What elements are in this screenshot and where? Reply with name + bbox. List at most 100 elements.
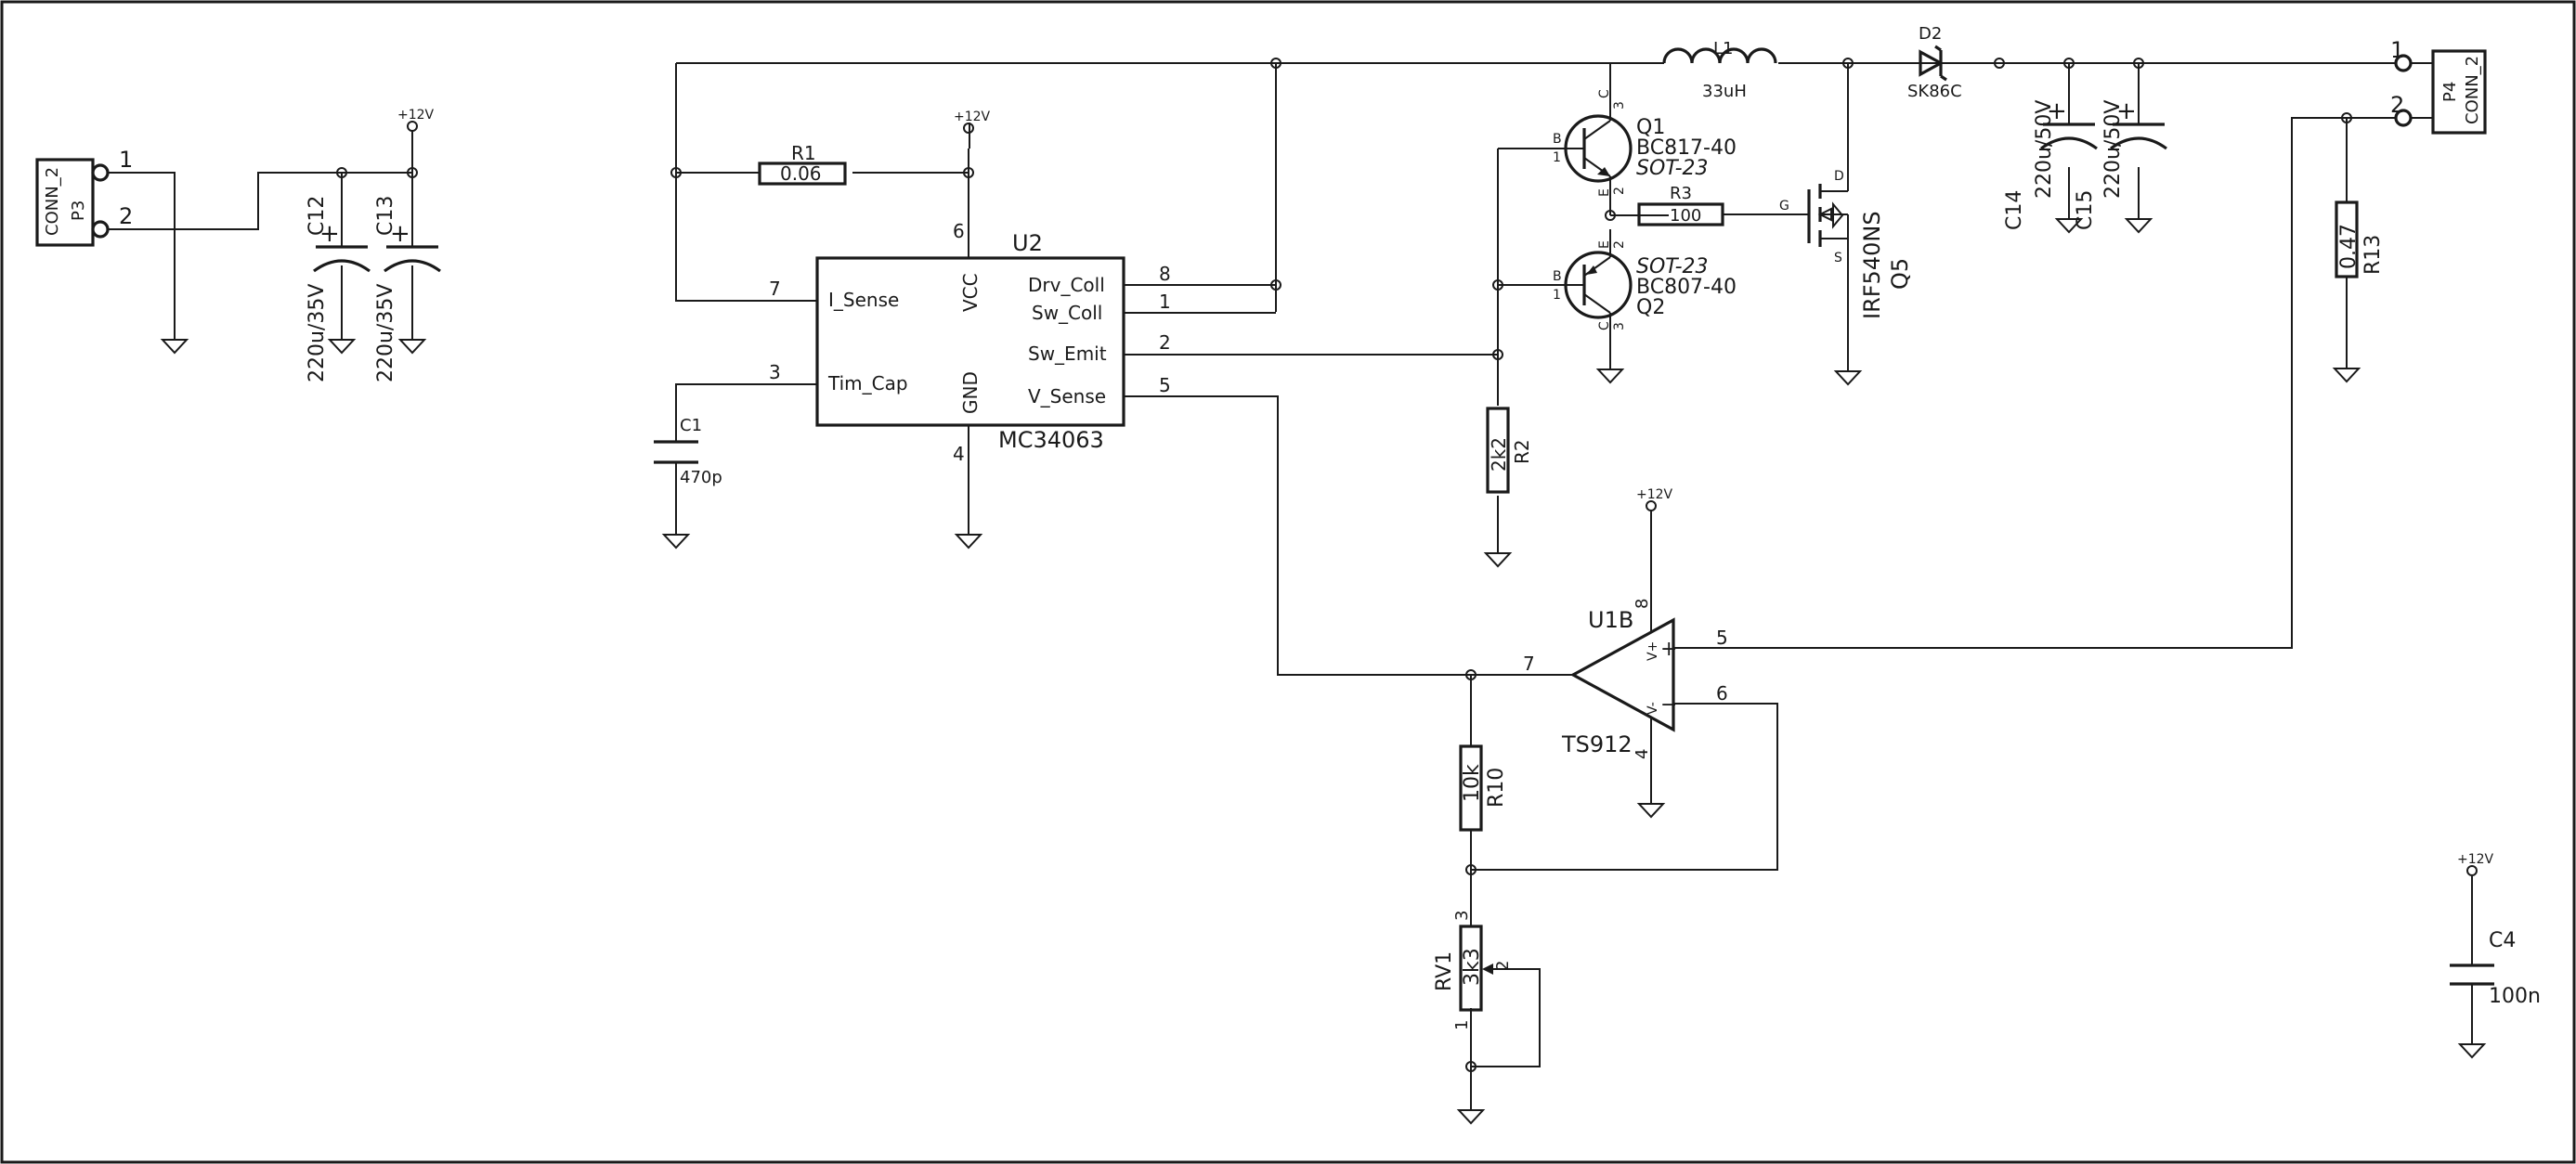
q5-value: IRF540NS (1859, 211, 1885, 319)
r1-value: 0.06 (780, 162, 822, 185)
capacitor-c15: + C15 220u/50V (2074, 97, 2167, 230)
rv1-pin2: 2 (1493, 961, 1513, 971)
r13-ref: R13 (2361, 235, 2385, 275)
u1b-num-8: 8 (1633, 599, 1652, 609)
u1b-num-6: 6 (1716, 682, 1728, 705)
r3-ref: R3 (1670, 184, 1692, 203)
u2-ref: U2 (1012, 230, 1043, 256)
power-12v-u2: +12V (954, 110, 991, 124)
q5-ref: Q5 (1887, 258, 1913, 290)
capacitor-c13: + C13 220u/35V (374, 196, 441, 382)
u2-pin-vcc: VCC (959, 273, 982, 312)
p3-ref: P3 (69, 200, 88, 221)
c4-ref: C4 (2489, 929, 2516, 952)
q1-num-e: 2 (1612, 187, 1627, 195)
q1-pin-b: B (1553, 132, 1562, 147)
u2-num-6: 6 (953, 220, 965, 242)
l1-value: 33uH (1702, 82, 1747, 101)
c15-ref: C15 (2074, 190, 2097, 230)
c13-ref: C13 (374, 196, 397, 236)
q2-pin-e: E (1597, 240, 1612, 249)
p4-value: CONN_2 (2463, 56, 2482, 124)
p4-ref: P4 (2440, 82, 2460, 102)
l1-ref: L1 (1713, 39, 1733, 58)
q2-ref: Q2 (1636, 296, 1665, 319)
p3-pin2: 2 (119, 203, 133, 229)
q1-num-c: 3 (1612, 101, 1627, 110)
u2-num-3: 3 (769, 361, 781, 383)
u1b-vplus: V+ (1646, 641, 1660, 661)
power-symbols: +12V +12V +12V +12V (397, 108, 2494, 876)
power-12v-opamp: +12V (1636, 487, 1673, 502)
junctions (336, 58, 2352, 1072)
q2-pin-c: C (1597, 321, 1612, 330)
q2-num-b: 1 (1553, 288, 1561, 303)
u2-pin-timcap: Tim_Cap (827, 372, 908, 394)
resistor-r2: 2k2 R2 (1486, 407, 1533, 494)
c13-value: 220u/35V (374, 284, 397, 382)
u1b-minus: − (1660, 693, 1677, 717)
transistor-q1: Q1 BC817-40 SOT-23 B 1 C 3 E 2 (1553, 89, 1737, 215)
r2-ref: R2 (1511, 439, 1533, 464)
c1-value: 470p (680, 468, 722, 487)
p4-pin2: 2 (2390, 92, 2404, 118)
u2-num-1: 1 (1159, 291, 1171, 313)
u1b-num-4: 4 (1633, 749, 1652, 759)
transistor-q2: SOT-23 BC807-40 Q2 B 1 E 2 C 3 (1553, 239, 1737, 330)
u2-num-7: 7 (769, 278, 781, 300)
resistor-r10: 10k R10 (1459, 744, 1508, 832)
u1b-plus: + (1660, 638, 1677, 661)
q5-pin-s: S (1834, 251, 1842, 265)
r3-value: 100 (1670, 206, 1701, 226)
p3-value: CONN_2 (43, 167, 62, 236)
q1-ref: Q1 (1636, 116, 1665, 139)
wires (105, 62, 2473, 1110)
connector-p4: 1 2 P4 CONN_2 (2390, 37, 2487, 135)
power-12v-c4: +12V (2457, 852, 2494, 867)
rv1-pin3: 3 (1452, 911, 1472, 921)
rv1-pin1: 1 (1452, 1020, 1472, 1030)
opamp-u1b: U1B TS912 + − V+ V- 8 4 5 6 7 (1523, 599, 1728, 759)
u1b-num-5: 5 (1716, 627, 1728, 649)
ground-symbols (160, 218, 2487, 1125)
q5-pin-d: D (1834, 169, 1844, 184)
u1b-value: TS912 (1561, 731, 1633, 757)
r1-ref: R1 (791, 142, 816, 164)
inductor-l1: L1 33uH (1662, 39, 1777, 101)
c12-value: 220u/35V (306, 284, 329, 382)
rv1-value: 3k3 (1461, 948, 1484, 986)
resistor-r3: R3 100 (1637, 184, 1724, 226)
q2-package: SOT-23 (1636, 255, 1709, 278)
u2-num-4: 4 (953, 443, 965, 465)
ic-u2: U2 MC34063 I_Sense Tim_Cap VCC GND Drv_C… (769, 220, 1171, 465)
diode-d2: D2 SK86C (1894, 24, 1962, 101)
u2-num-2: 2 (1159, 331, 1171, 354)
u1b-num-7: 7 (1523, 653, 1535, 675)
q2-num-e: 2 (1612, 240, 1627, 249)
c14-value: 220u/50V (2033, 100, 2056, 199)
svg-text:+: + (2116, 97, 2137, 125)
capacitor-c14: + C14 220u/50V (2003, 97, 2098, 230)
q2-pin-b: B (1553, 269, 1562, 284)
d2-value: SK86C (1907, 82, 1962, 101)
c12-ref: C12 (306, 196, 329, 236)
d2-ref: D2 (1919, 24, 1942, 44)
capacitor-c1: C1 470p (654, 416, 722, 487)
u1b-ref: U1B (1588, 607, 1633, 633)
u2-pin-drvcoll: Drv_Coll (1028, 274, 1105, 296)
q1-package: SOT-23 (1636, 157, 1709, 180)
c15-value: 220u/50V (2101, 100, 2125, 199)
u2-num-8: 8 (1159, 263, 1171, 285)
q2-value: BC807-40 (1636, 276, 1737, 299)
svg-text:+: + (319, 220, 340, 248)
resistor-r13: 0.47 R13 (2335, 200, 2385, 278)
c14-ref: C14 (2003, 190, 2026, 230)
resistor-r1: R1 0.06 (758, 142, 847, 186)
q5-pin-g: G (1779, 199, 1789, 213)
power-12v-c13: +12V (397, 108, 435, 123)
r2-value: 2k2 (1488, 437, 1510, 472)
p4-pin1: 1 (2390, 37, 2404, 63)
p3-pin1: 1 (119, 147, 133, 173)
